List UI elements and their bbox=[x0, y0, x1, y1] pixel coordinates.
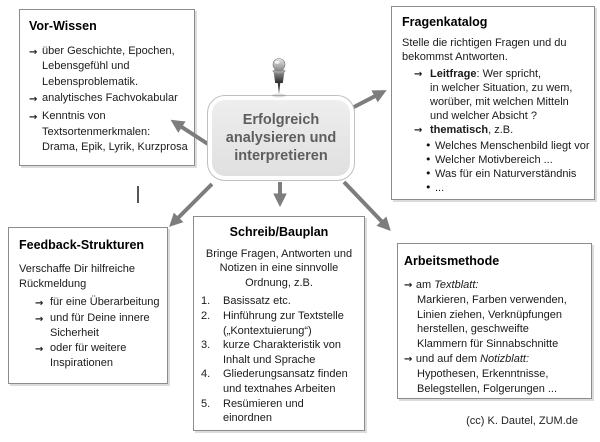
list-item-text: für eine Überarbeitung bbox=[50, 295, 160, 308]
leitfrage-text: : Wer spricht, in welcher Situation, zu … bbox=[430, 67, 573, 123]
list-item-text: und auf dem bbox=[415, 352, 481, 365]
bullet-item: • Was für ein Naturverständnis bbox=[425, 167, 590, 181]
box-intro-text: Verschaffe Dir hilfreiche Rückmeldung bbox=[19, 263, 135, 291]
arrow-bullet-icon: → bbox=[414, 68, 423, 80]
arrow-bullet-icon: → bbox=[404, 353, 413, 365]
numbered-step: 1. Basissatz etc. bbox=[201, 294, 357, 309]
list-item: → und auf dem Notizblatt: Hypothesen, Er… bbox=[404, 352, 588, 397]
arrow-to-fragenkatalog bbox=[351, 90, 387, 110]
step-number: 2. bbox=[201, 309, 211, 322]
step-text: Resümieren und einordnen bbox=[223, 397, 304, 425]
cursor-mark bbox=[137, 186, 139, 203]
box-intro-text: Bringe Fragen, Antworten und Notizen in … bbox=[205, 247, 353, 289]
bullet-item: • Welcher Motivbereich ... bbox=[425, 153, 590, 167]
bullet-item-text: Welcher Motivbereich ... bbox=[435, 153, 553, 166]
step-number: 1. bbox=[201, 295, 211, 308]
numbered-step: 4. Gliederungsansatz finden und textnahe… bbox=[201, 367, 357, 396]
step-number: 3. bbox=[201, 339, 211, 352]
step-text: Hinführung zur Textstelle („Kontextuieru… bbox=[223, 309, 344, 337]
list-item: → oder für weitere Inspirationen bbox=[35, 341, 163, 371]
step-text: kurze Charakteristik von Inhalt und Spra… bbox=[223, 339, 341, 366]
arrow-bullet-icon: → bbox=[29, 111, 38, 123]
box-vor-wissen: Vor-Wissen → über Geschichte, Epochen, L… bbox=[19, 9, 195, 166]
arrow-bullet-icon: → bbox=[35, 344, 44, 356]
bullet-item-text: Welches Menschenbild liegt vor bbox=[435, 139, 590, 152]
list-item-text: Leitfrage: Wer spricht, in welcher Situa… bbox=[430, 67, 572, 124]
list-item-text: und für Deine innere Sicherheit bbox=[50, 311, 150, 340]
dot-bullet-icon: • bbox=[425, 167, 432, 181]
step-text: Gliederungsansatz finden und textnahes A… bbox=[223, 368, 348, 395]
list-item-text: analytisches Fachvokabular bbox=[42, 92, 178, 105]
box-schreib-bauplan: Schreib/Bauplan Bringe Fragen, Antworten… bbox=[193, 216, 365, 431]
thematisch-label: thematisch bbox=[430, 124, 489, 137]
list-item-text: über Geschichte, Epochen, Lebensgefühl u… bbox=[42, 44, 175, 88]
numbered-step: 3. kurze Charakteristik von Inhalt und S… bbox=[201, 338, 357, 367]
list-item-text: Markieren, Farben verwenden, Linien zieh… bbox=[417, 294, 567, 350]
dot-bullet-icon: • bbox=[425, 152, 432, 166]
arrow-bullet-icon: → bbox=[29, 46, 38, 58]
center-node-surface: Erfolgreich analysieren und interpretier… bbox=[212, 100, 350, 176]
step-number: 4. bbox=[201, 368, 211, 381]
box-title-schreib-bauplan: Schreib/Bauplan bbox=[229, 225, 329, 239]
list-item-text: Kenntnis von Textsortenmerkmalen: Drama,… bbox=[42, 109, 188, 154]
notizblatt-label: Notizblatt: bbox=[480, 352, 530, 365]
list-item-text: Hypothesen, Erkenntnisse, Belegstellen, … bbox=[417, 368, 558, 395]
step-text: Basissatz etc. bbox=[223, 295, 291, 308]
arrow-bullet-icon: → bbox=[404, 279, 413, 291]
center-node-label: Erfolgreich analysieren und interpretier… bbox=[225, 112, 337, 164]
box-title-vor-wissen: Vor-Wissen bbox=[29, 19, 97, 33]
list-item: → analytisches Fachvokabular bbox=[29, 91, 190, 108]
box-title-feedback: Feedback-Strukturen bbox=[19, 238, 145, 252]
list-item-text: oder für weitere Inspirationen bbox=[50, 342, 127, 370]
arrow-bullet-icon: → bbox=[35, 313, 44, 325]
list-item: → Leitfrage: Wer spricht, in welcher Sit… bbox=[414, 67, 590, 124]
list-item-text: am bbox=[415, 278, 435, 291]
dot-bullet-icon: • bbox=[425, 181, 432, 195]
dot-bullet-icon: • bbox=[425, 138, 432, 152]
leitfrage-label: Leitfrage bbox=[430, 67, 477, 80]
box-arbeitsmethode: Arbeitsmethode → am Textblatt: Markieren… bbox=[397, 243, 592, 399]
box-title-fragenkatalog: Fragenkatalog bbox=[402, 15, 488, 29]
bullet-item-text: ... bbox=[435, 182, 445, 195]
list-item: → und für Deine innere Sicherheit bbox=[35, 311, 163, 341]
list-item: → Kenntnis von Textsortenmerkmalen: Dram… bbox=[29, 109, 190, 156]
thematisch-text: , z.B. bbox=[488, 124, 514, 137]
list-item: → thematisch, z.B. bbox=[414, 123, 590, 138]
list-item: → für eine Überarbeitung bbox=[35, 295, 163, 311]
bullet-item-text: Was für ein Naturverständnis bbox=[435, 168, 577, 181]
center-node: Erfolgreich analysieren und interpretier… bbox=[207, 95, 355, 181]
box-fragenkatalog: Fragenkatalog Stelle die richtigen Frage… bbox=[391, 6, 595, 200]
arrow-bullet-icon: → bbox=[29, 94, 38, 106]
bullet-item: • ... bbox=[425, 181, 590, 195]
step-number: 5. bbox=[201, 397, 211, 410]
numbered-step: 5. Resümieren und einordnen bbox=[201, 397, 357, 426]
box-title-arbeitsmethode: Arbeitsmethode bbox=[404, 254, 500, 268]
list-item: → am Textblatt: Markieren, Farben verwen… bbox=[404, 278, 588, 352]
box-intro-text: Stelle die richtigen Fragen und du bekom… bbox=[402, 37, 567, 64]
credit-text: (cc) K. Dautel, ZUM.de bbox=[466, 415, 578, 427]
arrow-bullet-icon: → bbox=[35, 297, 44, 309]
textblatt-label: Textblatt: bbox=[434, 278, 479, 291]
pushpin-icon bbox=[272, 58, 286, 98]
list-item: → über Geschichte, Epochen, Lebensgefühl… bbox=[29, 44, 190, 91]
box-feedback-strukturen: Feedback-Strukturen Verschaffe Dir hilfr… bbox=[8, 227, 168, 384]
numbered-step: 2. Hinführung zur Textstelle („Kontextui… bbox=[201, 309, 357, 338]
bullet-item: • Welches Menschenbild liegt vor bbox=[425, 139, 590, 153]
list-item-text: thematisch, z.B. bbox=[430, 123, 513, 137]
arrow-bullet-icon: → bbox=[414, 125, 423, 137]
